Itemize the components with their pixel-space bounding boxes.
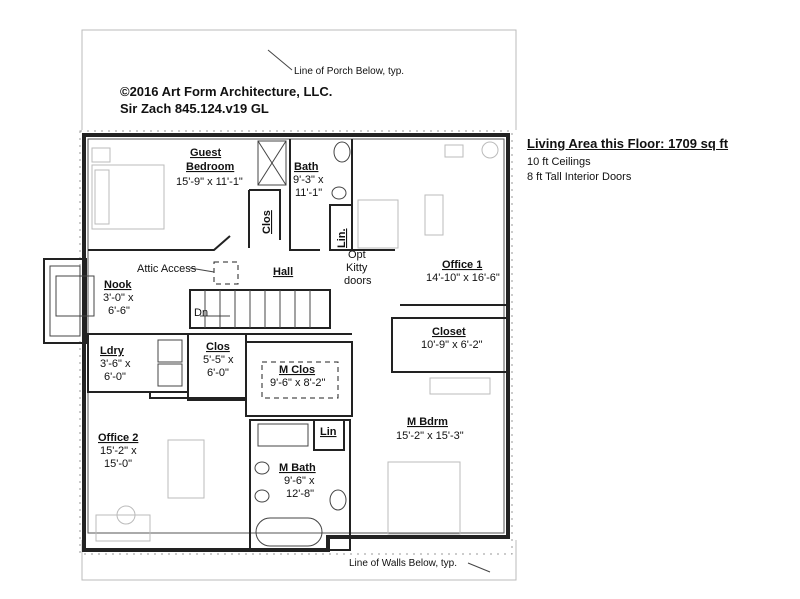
kitty-2: Kitty [346, 262, 368, 274]
guest-pillow [94, 169, 110, 225]
porch-leader [267, 49, 293, 71]
mbath-sink-1 [254, 461, 270, 475]
attic-leader [189, 267, 215, 273]
nook-dims-2: 6'-6" [108, 305, 130, 317]
office2-chair [116, 505, 136, 525]
mclos-island [261, 361, 339, 399]
copyright-line: ©2016 Art Form Architecture, LLC. [120, 84, 333, 99]
guest-name-1: Guest [190, 147, 222, 159]
nook-dims-1: 3'-0" x [103, 292, 134, 304]
bath-wall [289, 139, 320, 251]
ceiling-note: 10 ft Ceilings [527, 156, 591, 168]
bath-name: Bath [294, 161, 319, 173]
clos-mid-name: Clos [206, 341, 230, 353]
walls-leader [467, 562, 491, 573]
kitty-1: Opt [348, 249, 366, 261]
office2-name: Office 2 [98, 432, 138, 444]
ldry-dims-1: 3'-6" x [100, 358, 131, 370]
guest-name-2: Bedroom [186, 161, 235, 173]
mbdrm-dresser [429, 377, 491, 395]
porch-outline [81, 29, 517, 130]
exterior-wall [82, 133, 510, 552]
lin-top-name: Lin. [336, 228, 348, 248]
mclos-name: M Clos [279, 364, 315, 376]
mbath-walls [249, 419, 351, 551]
office1-wall [351, 139, 395, 251]
walls-note: Line of Walls Below, typ. [349, 558, 457, 569]
office2-desk [167, 439, 205, 499]
office1-desk [357, 199, 399, 249]
guest-nightstand [91, 147, 111, 163]
office2-dims-2: 15'-0" [104, 458, 132, 470]
bath-toilet [333, 141, 351, 163]
washer [157, 339, 183, 363]
ldry-dims-2: 6'-0" [104, 371, 126, 383]
mbath-toilet [329, 489, 347, 511]
shower-x2 [257, 140, 287, 186]
nook-name: Nook [104, 279, 132, 291]
office1-shelf [444, 144, 464, 158]
clos-mid-dims-1: 5'-5" x [203, 354, 234, 366]
office2-bench [95, 514, 151, 542]
office1-credenza [424, 194, 444, 236]
mbdrm-name: M Bdrm [407, 416, 448, 428]
copyright-block: ©2016 Art Form Architecture, LLC. Sir Za… [120, 83, 332, 117]
closet-dims: 10'-9" x 6'-2" [421, 339, 483, 351]
closet-walls [391, 317, 509, 373]
kitty-3: doors [344, 275, 372, 287]
office1-dims: 14'-10" x 16'-6" [426, 272, 500, 284]
bath-dims-2: 11'-1" [295, 187, 322, 199]
floor-legend: Living Area this Floor: 1709 sq ft 10 ft… [527, 136, 728, 185]
mbath-linen [313, 419, 345, 451]
stair-treads [204, 290, 311, 328]
porch-outline-lower [81, 540, 517, 581]
stair [189, 289, 331, 329]
bath-sink [331, 186, 347, 200]
guest-dims: 15'-9" x 11'-1" [176, 176, 243, 188]
guest-bed-wall [88, 235, 231, 251]
clos-small-name: Clos [261, 210, 273, 234]
office1-name: Office 1 [442, 259, 482, 271]
mbdrm-bed [387, 461, 461, 535]
plan-id-line: Sir Zach 845.124.v19 GL [120, 101, 269, 116]
mbath-dims-2: 12'-8" [286, 488, 314, 500]
bath-dims-1: 9'-3" x [293, 174, 324, 186]
porch-note: Line of Porch Below, typ. [294, 66, 404, 77]
office2-dims-1: 15'-2" x [100, 445, 137, 457]
bath-shower [257, 140, 287, 186]
mbath-sink-2 [254, 489, 270, 503]
guest-bed [91, 164, 165, 230]
hall-clos-wall [249, 189, 281, 240]
living-area-title: Living Area this Floor: 1709 sq ft [527, 136, 729, 151]
mbdrm-dims: 15'-2" x 15'-3" [396, 430, 464, 442]
door-note: 8 ft Tall Interior Doors [527, 171, 632, 183]
stair-dn: Dn [194, 307, 208, 319]
nook-window [49, 265, 81, 337]
nook-bench [55, 275, 95, 317]
closet-name: Closet [432, 326, 466, 338]
nook-bay [43, 258, 87, 344]
mbath-tub [255, 517, 323, 547]
mbath-linen-name: Lin [320, 426, 337, 438]
mbath-name: M Bath [279, 462, 316, 474]
mbath-dims-1: 9'-6" x [284, 475, 315, 487]
dryer [157, 363, 183, 387]
clos-mid-dims-2: 6'-0" [207, 367, 229, 379]
mclos-walls [245, 341, 353, 417]
mclos-dims: 9'-6" x 8'-2" [270, 377, 326, 389]
hall-name: Hall [273, 266, 293, 278]
office1-chair [481, 141, 499, 159]
ldry-name: Ldry [100, 345, 125, 357]
office2-wall [88, 391, 246, 399]
attic-hatch [213, 261, 239, 285]
mbath-shower [257, 423, 309, 447]
attic-label: Attic Access [137, 263, 197, 275]
